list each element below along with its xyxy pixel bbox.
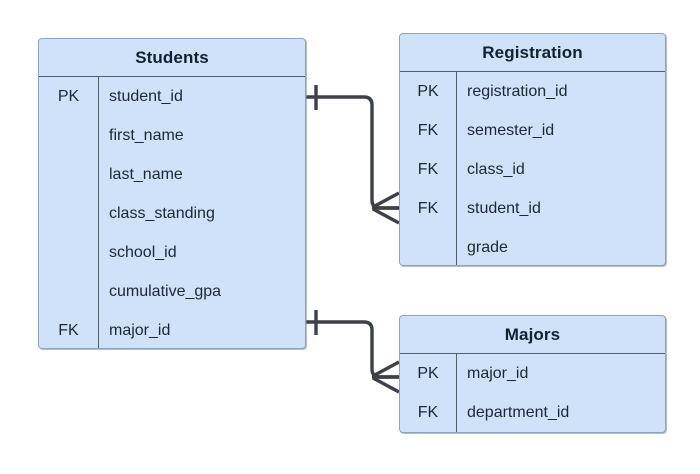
attribute-name: student_id xyxy=(467,199,541,217)
entity-registration-title: Registration xyxy=(400,34,665,72)
entity-students[interactable]: Students PK student_id first_name last_n… xyxy=(38,38,306,349)
connector-line-students-majors xyxy=(306,320,399,379)
entity-majors[interactable]: Majors PK major_id FK department_id xyxy=(399,315,666,433)
cardinality-many-registration xyxy=(372,191,400,225)
attribute-row[interactable]: FK class_id xyxy=(400,150,665,189)
entity-majors-attributes: PK major_id FK department_id xyxy=(400,354,665,432)
attribute-name: grade xyxy=(467,238,508,256)
entity-registration[interactable]: Registration PK registration_id FK semes… xyxy=(399,33,666,266)
attribute-name: last_name xyxy=(109,165,183,183)
relationship-students-registration[interactable] xyxy=(306,85,400,225)
attribute-row[interactable]: last_name xyxy=(39,155,305,194)
cardinality-many-majors xyxy=(372,360,400,394)
entity-students-title: Students xyxy=(39,39,305,77)
attribute-row[interactable]: FK semester_id xyxy=(400,111,665,150)
attribute-row[interactable]: grade xyxy=(400,228,665,265)
attribute-key: FK xyxy=(417,403,439,421)
attribute-row[interactable]: cumulative_gpa xyxy=(39,272,305,311)
attribute-key: PK xyxy=(417,364,439,382)
attribute-key: PK xyxy=(57,87,80,105)
entity-registration-attributes: PK registration_id FK semester_id FK cla… xyxy=(400,72,665,265)
attribute-row[interactable]: class_standing xyxy=(39,194,305,233)
attribute-row[interactable]: FK department_id xyxy=(400,393,665,432)
entity-students-attributes: PK student_id first_name last_name class… xyxy=(39,77,305,348)
connector-line-students-registration xyxy=(306,95,399,210)
attribute-row[interactable]: school_id xyxy=(39,233,305,272)
attribute-row[interactable]: PK student_id xyxy=(39,77,305,116)
attribute-key: FK xyxy=(58,321,79,339)
entity-majors-title: Majors xyxy=(400,316,665,354)
attribute-name: cumulative_gpa xyxy=(109,282,222,300)
attribute-row[interactable]: PK major_id xyxy=(400,354,665,393)
attribute-name: class_standing xyxy=(109,204,215,222)
attribute-name: department_id xyxy=(467,403,570,421)
attribute-name: major_id xyxy=(109,321,171,339)
attribute-name: class_id xyxy=(467,160,525,178)
attribute-key: FK xyxy=(417,160,439,178)
attribute-key: FK xyxy=(417,121,439,139)
attribute-row[interactable]: FK student_id xyxy=(400,189,665,228)
attribute-row[interactable]: first_name xyxy=(39,116,305,155)
attribute-key: FK xyxy=(417,199,439,217)
attribute-name: major_id xyxy=(467,364,529,382)
attribute-name: student_id xyxy=(109,87,183,105)
attribute-row[interactable]: FK major_id xyxy=(39,311,305,348)
attribute-key: PK xyxy=(417,82,439,100)
attribute-row[interactable]: PK registration_id xyxy=(400,72,665,111)
attribute-name: registration_id xyxy=(467,82,568,100)
attribute-name: first_name xyxy=(109,126,184,144)
relationship-students-majors[interactable] xyxy=(306,310,400,394)
attribute-name: semester_id xyxy=(467,121,555,139)
attribute-name: school_id xyxy=(109,243,177,261)
